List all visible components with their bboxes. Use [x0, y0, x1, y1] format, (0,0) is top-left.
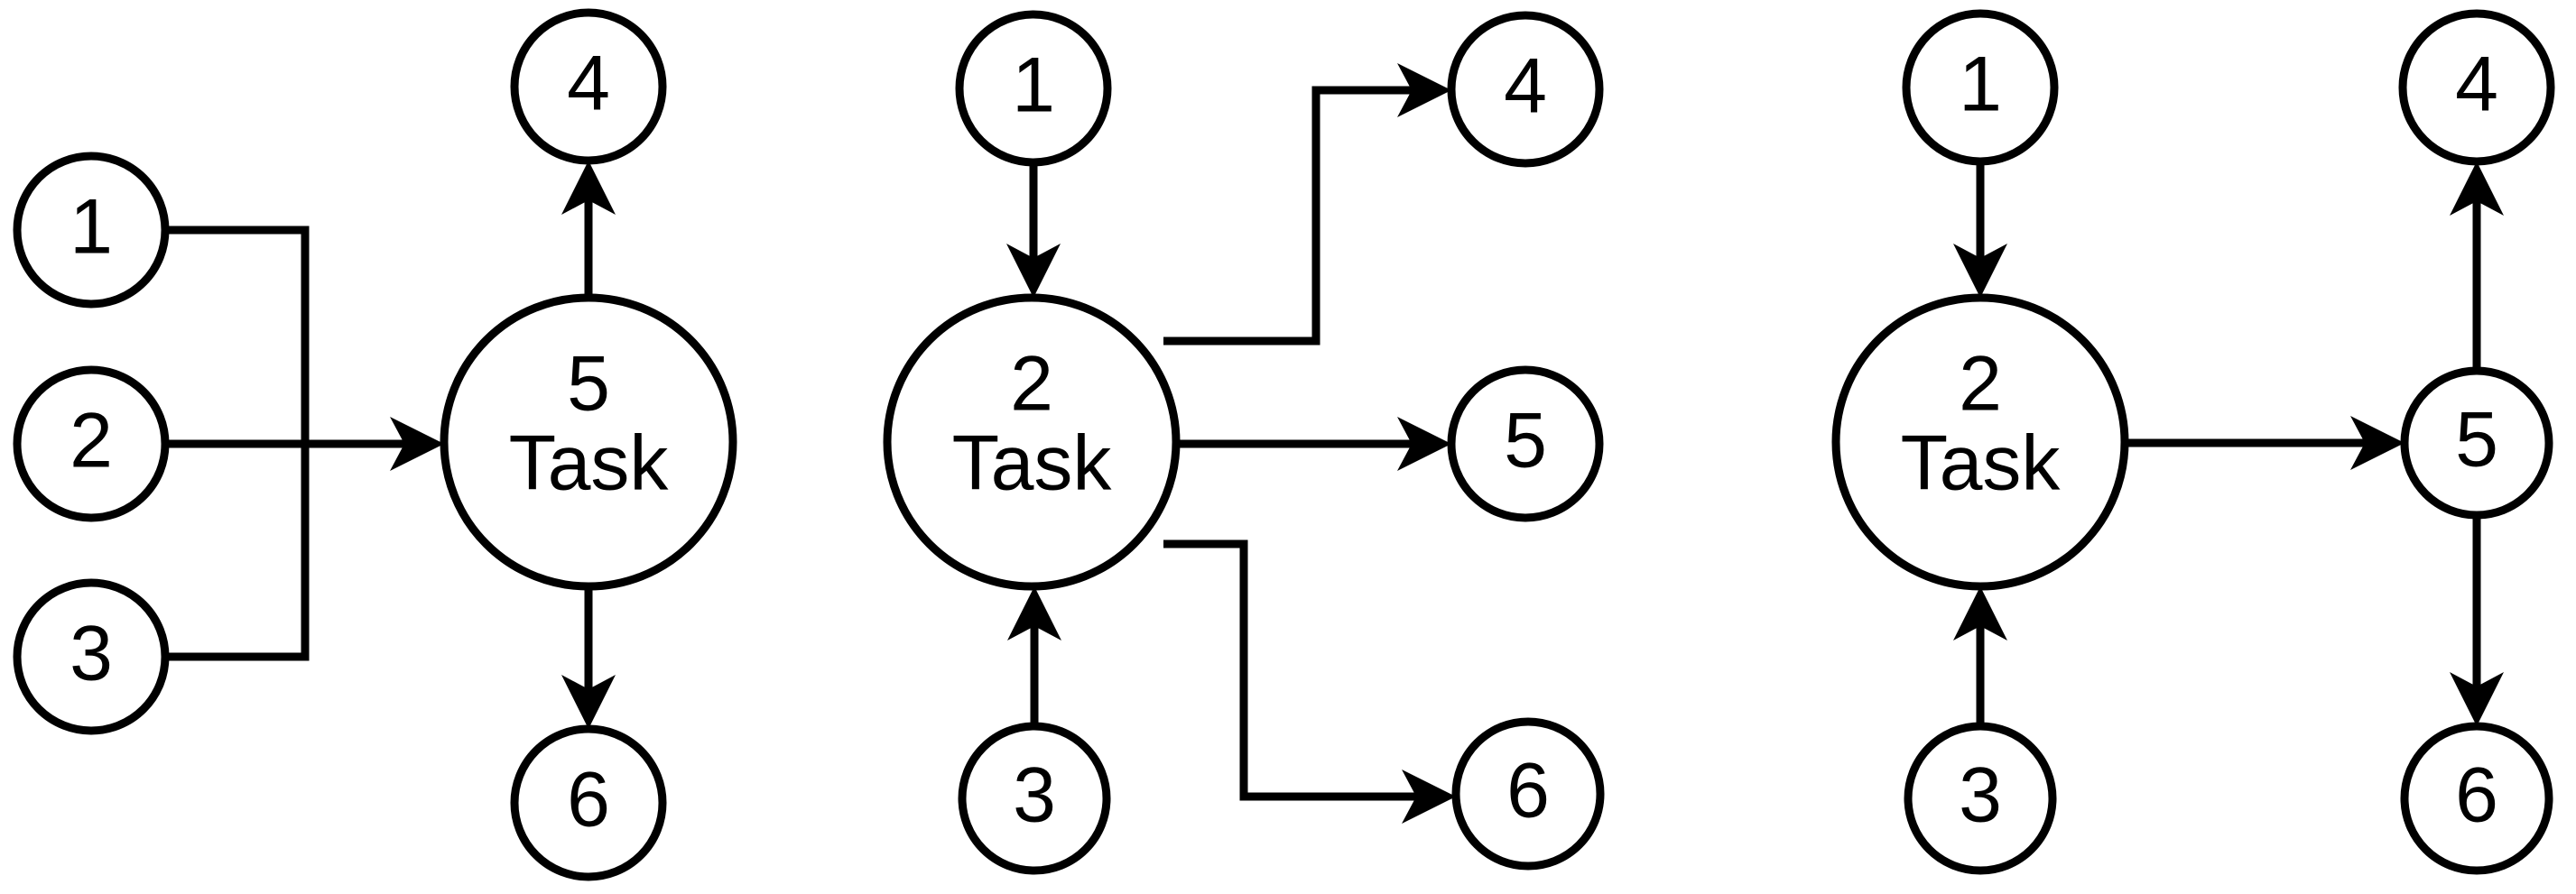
node-circle[interactable]	[958, 722, 1111, 875]
node-left-3-label: 3	[69, 611, 113, 697]
node-circle[interactable]	[510, 8, 667, 165]
arrowhead-left-into-4	[561, 161, 616, 215]
node-left-2[interactable]: 2	[13, 365, 170, 522]
node-left-1-label: 1	[69, 184, 113, 271]
arrowhead-middle-into-task-bottom	[1007, 586, 1061, 641]
node-circle[interactable]	[1447, 365, 1604, 522]
node-circle[interactable]	[13, 365, 170, 522]
panel-right: 1 3 4 5 6 2 Task	[1831, 9, 2555, 875]
node-circle[interactable]	[13, 578, 170, 735]
node-left-2-label: 2	[69, 398, 113, 484]
node-circle[interactable]	[2400, 366, 2553, 520]
node-right-task-id: 2	[1959, 341, 2002, 428]
node-middle-4-label: 4	[1504, 43, 1547, 130]
node-right-1-label: 1	[1959, 41, 2002, 128]
arrowhead-right-into-4	[2450, 161, 2504, 216]
node-middle-task[interactable]: 2 Task	[883, 293, 1181, 591]
node-left-4-label: 4	[567, 41, 610, 127]
edge-middle-task-to-4	[1163, 86, 1427, 346]
node-circle[interactable]	[2400, 722, 2553, 875]
arrowhead-middle-into-task-top	[1006, 244, 1061, 298]
node-middle-5-label: 5	[1504, 398, 1547, 484]
arrowhead-right-into-5	[2350, 416, 2405, 470]
node-circle[interactable]	[1831, 293, 2129, 591]
node-circle[interactable]	[1447, 11, 1604, 168]
node-left-6-label: 6	[567, 757, 610, 843]
edge-left-1-to-task	[165, 226, 310, 444]
node-middle-3-label: 3	[1013, 752, 1056, 839]
node-right-6[interactable]: 6	[2400, 722, 2553, 875]
node-circle[interactable]	[13, 152, 170, 309]
node-left-task-id: 5	[567, 341, 610, 428]
arrowhead-middle-into-5	[1397, 417, 1451, 471]
node-circle[interactable]	[1904, 722, 2057, 875]
node-right-3-label: 3	[1959, 752, 2002, 839]
arrowhead-right-into-6	[2450, 672, 2504, 726]
panel-left: 1 2 3 4 6 5 Task	[13, 8, 737, 881]
node-middle-5[interactable]: 5	[1447, 365, 1604, 522]
node-circle[interactable]	[510, 724, 667, 881]
node-right-3[interactable]: 3	[1904, 722, 2057, 875]
arrowhead-right-into-task-top	[1953, 244, 2007, 298]
node-circle[interactable]	[1451, 717, 1605, 871]
node-left-1[interactable]: 1	[13, 152, 170, 309]
node-middle-task-id: 2	[1010, 341, 1053, 428]
node-left-6[interactable]: 6	[510, 724, 667, 881]
node-left-task[interactable]: 5 Task	[440, 293, 737, 591]
node-circle[interactable]	[440, 293, 737, 591]
node-left-3[interactable]: 3	[13, 578, 170, 735]
node-circle[interactable]	[883, 293, 1181, 591]
node-right-1[interactable]: 1	[1902, 9, 2059, 166]
edge-middle-task-to-6	[1163, 539, 1432, 801]
node-right-6-label: 6	[2455, 752, 2498, 839]
node-middle-4[interactable]: 4	[1447, 11, 1604, 168]
node-right-5-label: 5	[2455, 397, 2498, 484]
edge-left-3-to-task	[165, 444, 310, 661]
node-circle[interactable]	[2398, 9, 2555, 166]
node-middle-1-label: 1	[1012, 42, 1055, 129]
node-circle[interactable]	[955, 10, 1112, 167]
node-right-task-word: Task	[1901, 420, 2062, 507]
node-right-task[interactable]: 2 Task	[1831, 293, 2129, 591]
node-left-4[interactable]: 4	[510, 8, 667, 165]
node-middle-6[interactable]: 6	[1451, 717, 1605, 871]
node-middle-1[interactable]: 1	[955, 10, 1112, 167]
arrowhead-right-into-task-bottom	[1953, 586, 2007, 641]
node-circle[interactable]	[1902, 9, 2059, 166]
node-left-task-word: Task	[509, 420, 670, 507]
node-middle-3[interactable]: 3	[958, 722, 1111, 875]
node-right-5[interactable]: 5	[2400, 366, 2553, 520]
arrowhead-middle-into-6	[1402, 770, 1456, 824]
node-right-4[interactable]: 4	[2398, 9, 2555, 166]
panel-middle: 1 3 4 5 6 2 Task	[883, 10, 1605, 875]
arrowhead-left-into-6	[561, 675, 616, 729]
node-right-4-label: 4	[2455, 41, 2498, 128]
arrowhead-middle-into-4	[1397, 63, 1451, 117]
node-middle-6-label: 6	[1506, 748, 1550, 834]
arrowhead-left-into-task	[390, 417, 444, 471]
node-middle-task-word: Task	[952, 420, 1113, 507]
